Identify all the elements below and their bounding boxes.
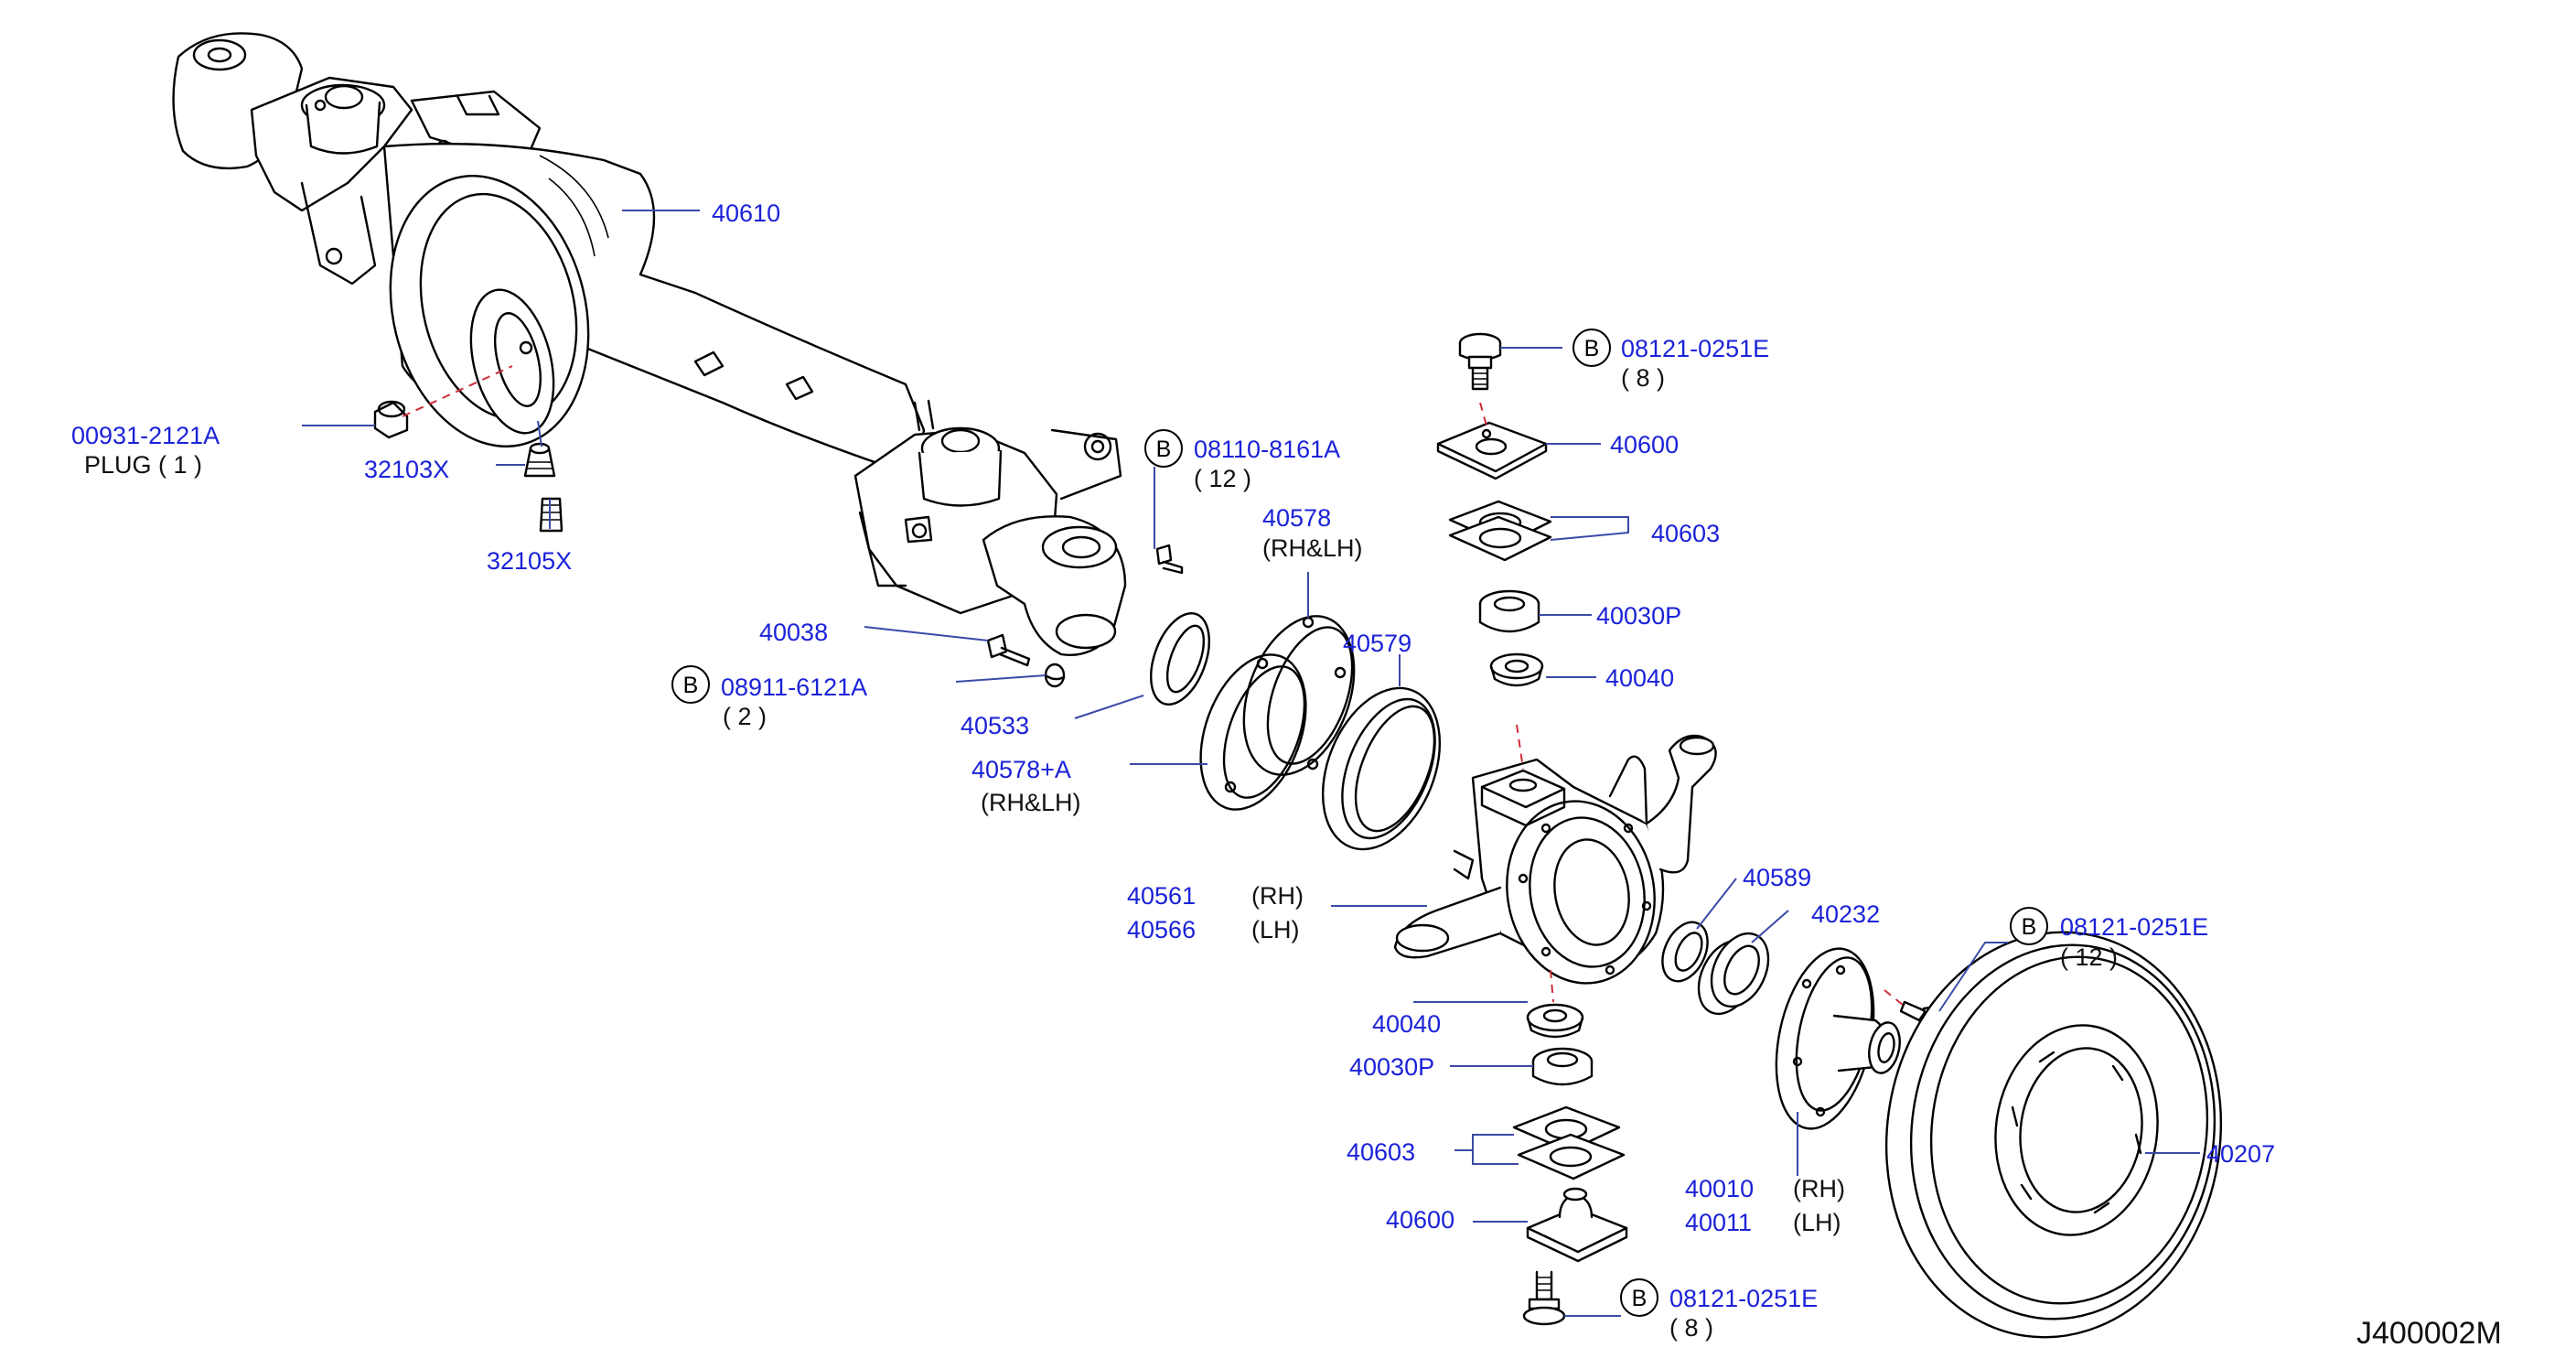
callout-b-bolt-hub: B xyxy=(2010,907,2048,945)
label-40040-bot: 40040 xyxy=(1372,1010,1441,1038)
cap-40600-bot-drawing xyxy=(1526,1187,1628,1263)
hub-drawing xyxy=(1775,947,1901,1130)
label-40579: 40579 xyxy=(1343,630,1411,657)
label-40610: 40610 xyxy=(712,199,780,227)
callout-b-bolt-top: B xyxy=(1572,329,1611,367)
label-40578-side: (RH&LH) xyxy=(1262,534,1363,562)
label-40011-side: (LH) xyxy=(1793,1209,1841,1236)
label-40038: 40038 xyxy=(759,619,828,646)
cap-40600-top-drawing xyxy=(1436,421,1548,480)
label-40011: 40011 xyxy=(1685,1209,1752,1236)
label-40603-top: 40603 xyxy=(1651,520,1720,547)
bolt-08110-drawing xyxy=(1155,544,1184,575)
plug-drawing xyxy=(373,400,409,439)
label-08121-0251e-bottom: 08121-0251E xyxy=(1669,1285,1818,1312)
label-08121-0251e-top: 08121-0251E xyxy=(1621,335,1769,362)
cone-40040-top-drawing xyxy=(1489,652,1544,687)
label-40566: 40566 xyxy=(1127,916,1196,943)
bolt-40038-drawing xyxy=(986,633,1031,667)
brake-rotor-drawing xyxy=(1884,931,2223,1339)
callout-b-bolt-bottom: B xyxy=(1620,1278,1658,1317)
part-32105x-drawing xyxy=(539,497,564,533)
label-40561: 40561 xyxy=(1127,882,1196,910)
callout-b-text: B xyxy=(683,673,699,698)
label-40578: 40578 xyxy=(1262,504,1331,532)
callout-b-text: B xyxy=(1156,436,1172,462)
label-40010-side: (RH) xyxy=(1793,1175,1845,1202)
label-40578a: 40578+A xyxy=(971,756,1071,783)
label-40533: 40533 xyxy=(961,712,1029,739)
bearing-40030p-bot-drawing xyxy=(1531,1047,1594,1086)
leader-lines xyxy=(302,210,2200,1317)
bearing-40232-drawing xyxy=(1697,932,1770,1016)
bolt-bottom-drawing xyxy=(1522,1270,1566,1326)
label-bolt-hub-qty: ( 12 ) xyxy=(2060,943,2118,971)
callout-b-text: B xyxy=(1584,336,1600,361)
label-bolt-top-qty: ( 8 ) xyxy=(1621,364,1665,392)
label-40207: 40207 xyxy=(2206,1140,2275,1168)
label-08121-0251e-hub: 08121-0251E xyxy=(2060,913,2208,941)
label-plug-desc: PLUG ( 1 ) xyxy=(84,451,202,479)
label-32105x: 32105X xyxy=(487,547,572,575)
label-40010: 40010 xyxy=(1685,1175,1754,1202)
bolt-top-drawing xyxy=(1458,332,1502,391)
centerlines xyxy=(402,365,1904,1006)
seal-40579-drawing xyxy=(1321,686,1442,851)
label-40578a-side: (RH&LH) xyxy=(981,789,1081,816)
label-08110-qty: ( 12 ) xyxy=(1194,465,1251,492)
steering-knuckle-drawing xyxy=(1393,734,1717,985)
cone-40040-bot-drawing xyxy=(1526,1003,1584,1039)
label-40030p-top: 40030P xyxy=(1596,602,1681,630)
label-40030p-bot: 40030P xyxy=(1349,1053,1434,1081)
washer-08911-drawing xyxy=(1044,663,1066,688)
diagram-code: J400002M xyxy=(2356,1316,2502,1351)
label-00931-2121a: 00931-2121A xyxy=(71,422,220,449)
callout-b-text: B xyxy=(2022,914,2037,940)
label-40589: 40589 xyxy=(1743,864,1811,891)
seal-40589-drawing xyxy=(1661,921,1709,983)
shim-40603-top-drawing xyxy=(1448,500,1552,562)
callout-b-08911: B xyxy=(671,665,710,704)
label-bolt-bottom-qty: ( 8 ) xyxy=(1669,1314,1713,1342)
labels: 40610 00931-2121A PLUG ( 1 ) 32103X 3210… xyxy=(71,199,2502,1351)
axle-housing-drawing xyxy=(172,32,1127,656)
label-08110-8161a: 08110-8161A xyxy=(1194,436,1340,463)
label-40232: 40232 xyxy=(1811,900,1880,928)
bearing-40030p-top-drawing xyxy=(1478,589,1540,633)
label-32103x: 32103X xyxy=(364,456,449,483)
shim-40603-bot-drawing xyxy=(1512,1105,1626,1180)
label-40600-bot: 40600 xyxy=(1386,1206,1454,1234)
label-40040-top: 40040 xyxy=(1605,664,1674,692)
callout-b-bolt-08110: B xyxy=(1144,429,1183,468)
label-40566-side: (LH) xyxy=(1251,916,1300,943)
shim-40578a-drawing xyxy=(1199,653,1307,811)
label-08911-qty: ( 2 ) xyxy=(723,703,767,730)
label-40561-side: (RH) xyxy=(1251,882,1304,910)
part-32103x-drawing xyxy=(523,442,556,478)
label-40600-top: 40600 xyxy=(1610,431,1679,458)
callout-b-text: B xyxy=(1632,1286,1648,1311)
seal-40533-drawing xyxy=(1150,612,1210,706)
label-40603-bot: 40603 xyxy=(1347,1138,1415,1166)
label-08911-6121a: 08911-6121A xyxy=(721,674,867,701)
